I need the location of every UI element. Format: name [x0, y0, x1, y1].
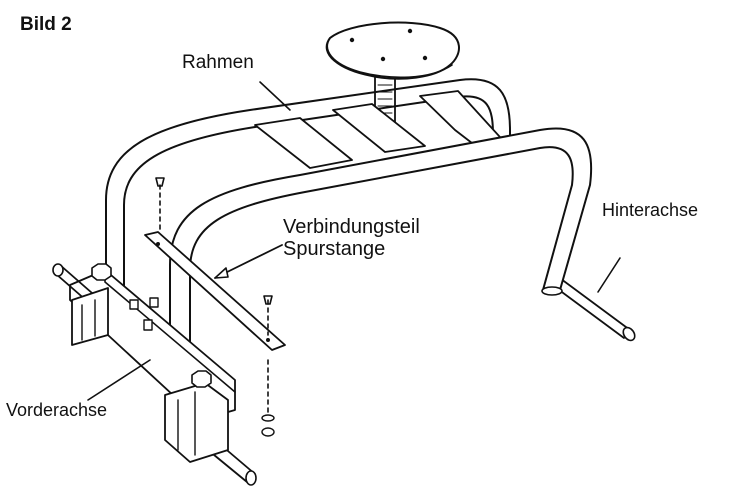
- leader-lines: [87, 81, 621, 401]
- leader-vorderachse: [87, 359, 151, 401]
- tie-rod: [144, 177, 286, 437]
- label-spurstange: Spurstange: [283, 238, 386, 261]
- front-axle: [52, 263, 257, 486]
- label-verbindungsteil-spurstange: Verbindungsteil Spurstange: [283, 216, 420, 261]
- leader-rahmen: [259, 81, 291, 111]
- seat-assembly: [325, 21, 460, 134]
- label-verbindungsteil: Verbindungsteil: [283, 216, 420, 238]
- figure-title: Bild 2: [20, 14, 72, 35]
- leader-hinterachse: [597, 257, 621, 293]
- label-vorderachse: Vorderachse: [6, 400, 108, 420]
- label-rahmen: Rahmen: [182, 52, 254, 73]
- label-hinterachse: Hinterachse: [602, 200, 699, 220]
